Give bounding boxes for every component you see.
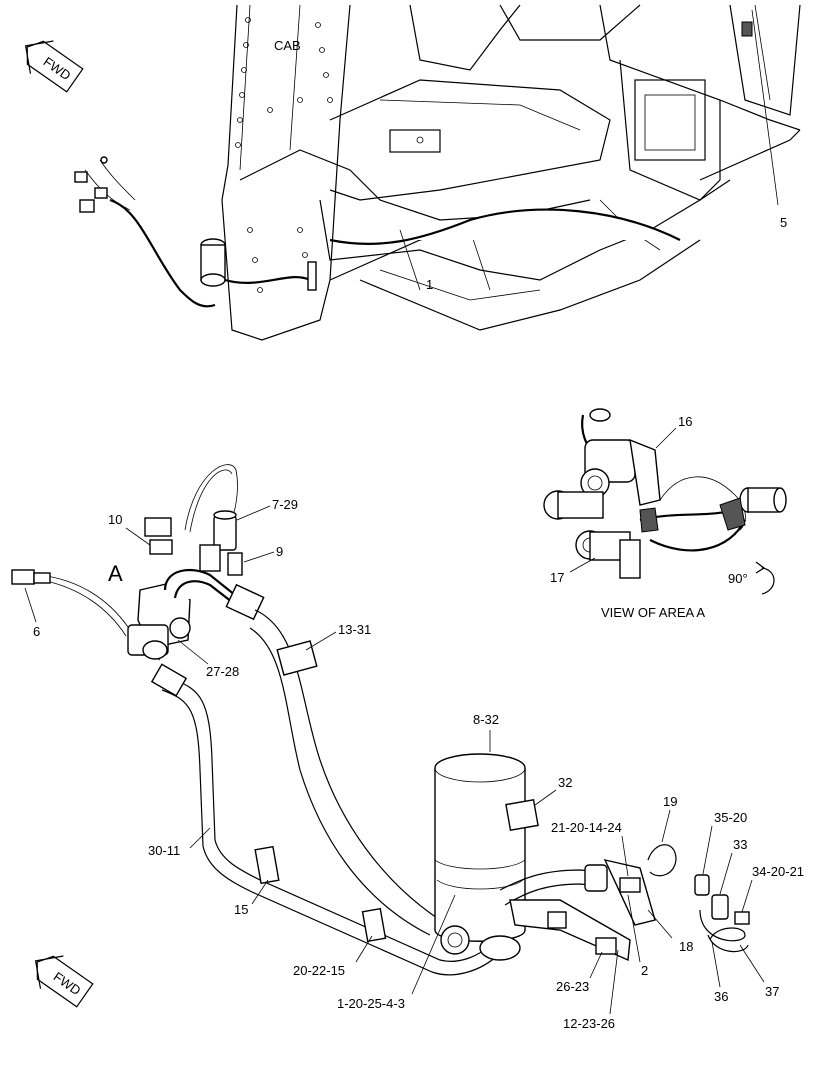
callout-19: 19 — [663, 794, 677, 809]
callout-34-20-21: 34-20-21 — [752, 864, 804, 879]
callout-26-23: 26-23 — [556, 979, 589, 994]
callout-8-32: 8-32 — [473, 712, 499, 727]
upper-cab-assembly: 5 CAB 1 — [74, 4, 801, 341]
callout-16: 16 — [678, 414, 692, 429]
callout-30-11: 30-11 — [148, 843, 180, 858]
callout-7-29: 7-29 — [272, 497, 298, 512]
callout-13-31: 13-31 — [338, 622, 371, 637]
callout-5: 5 — [780, 215, 787, 230]
fwd-arrow-lower: FWD — [34, 955, 94, 1008]
callout-37: 37 — [765, 984, 779, 999]
callout-36: 36 — [714, 989, 728, 1004]
callout-15: 15 — [234, 902, 248, 917]
small-mark: 1 — [426, 277, 433, 292]
callout-12-23-26: 12-23-26 — [563, 1016, 615, 1031]
callout-32: 32 — [558, 775, 572, 790]
callout-10: 10 — [108, 512, 122, 527]
callout-6: 6 — [33, 624, 40, 639]
fwd-arrow-upper: FWD — [24, 40, 84, 93]
callout-1-20-25-4-3: 1-20-25-4-3 — [337, 996, 405, 1011]
callout-9: 9 — [276, 544, 283, 559]
callout-27-28: 27-28 — [206, 664, 239, 679]
lower-assembly — [11, 464, 750, 976]
view-caption: VIEW OF AREA A — [601, 605, 705, 620]
callout-18: 18 — [679, 939, 693, 954]
cab-label: CAB — [274, 38, 301, 53]
callout-17: 17 — [550, 570, 564, 585]
rotation-label: 90° — [728, 571, 748, 586]
callout-33: 33 — [733, 837, 747, 852]
callout-20-22-15: 20-22-15 — [293, 963, 345, 978]
callout-2: 2 — [641, 963, 648, 978]
callout-21-20-14-24: 21-20-14-24 — [551, 820, 622, 835]
area-a-label: A — [108, 561, 123, 586]
detail-view-area-a: 16 17 90° VIEW OF AREA A — [543, 408, 787, 620]
lower-callouts: 10 7-29 9 A 6 27-28 13-31 8-32 32 19 21-… — [24, 497, 804, 1031]
callout-35-20: 35-20 — [714, 810, 747, 825]
